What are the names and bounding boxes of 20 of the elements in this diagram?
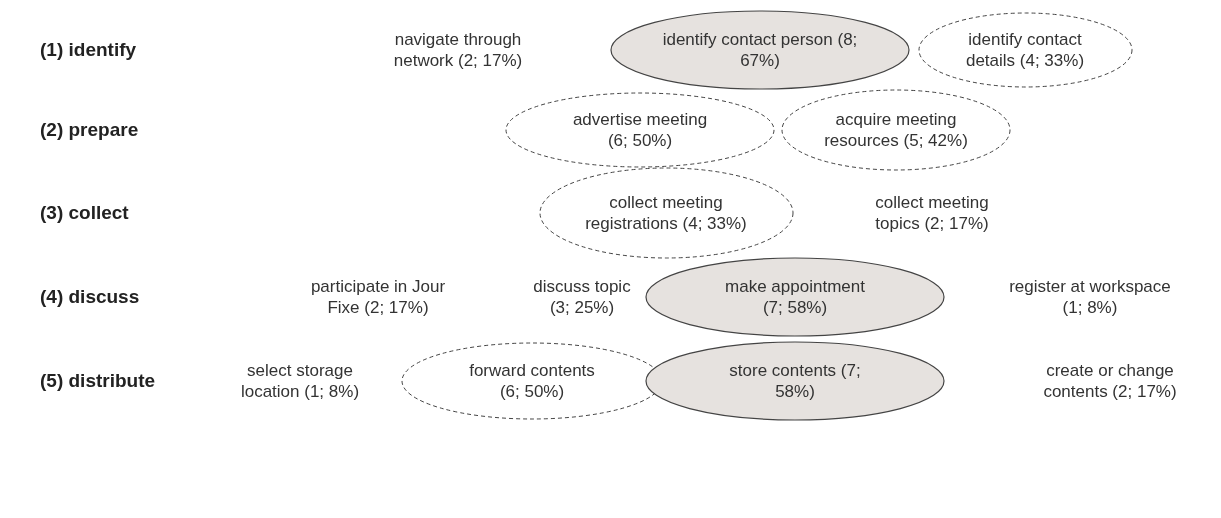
activity-text: forward contents (6; 50%) xyxy=(468,360,596,402)
activity-text: advertise meeting (6; 50%) xyxy=(571,109,709,151)
activity-text: register at workspace (1; 8%) xyxy=(1008,276,1172,318)
activity-text: identify contact details (4; 33%) xyxy=(964,29,1086,71)
phase-heading: (5) distribute xyxy=(40,369,156,393)
phase-heading: (2) prepare xyxy=(40,118,139,142)
activity-text: acquire meeting resources (5; 42%) xyxy=(823,109,969,151)
activity-text: create or change contents (2; 17%) xyxy=(1042,360,1178,402)
activity-text: identify contact person (8; 67%) xyxy=(661,29,859,71)
activity-text: make appointment (7; 58%) xyxy=(724,276,866,318)
activity-text: collect meeting topics (2; 17%) xyxy=(874,192,990,234)
activity-text: navigate through network (2; 17%) xyxy=(392,29,524,71)
phase-heading: (1) identify xyxy=(40,38,137,62)
phase-heading: (3) collect xyxy=(40,201,129,225)
activity-text: select storage location (1; 8%) xyxy=(239,360,361,402)
activity-text: participate in Jour Fixe (2; 17%) xyxy=(309,276,447,318)
activity-text: discuss topic (3; 25%) xyxy=(532,276,632,318)
phase-heading: (4) discuss xyxy=(40,285,140,309)
activity-text: collect meeting registrations (4; 33%) xyxy=(584,192,748,234)
activity-text: store contents (7; 58%) xyxy=(728,360,862,402)
